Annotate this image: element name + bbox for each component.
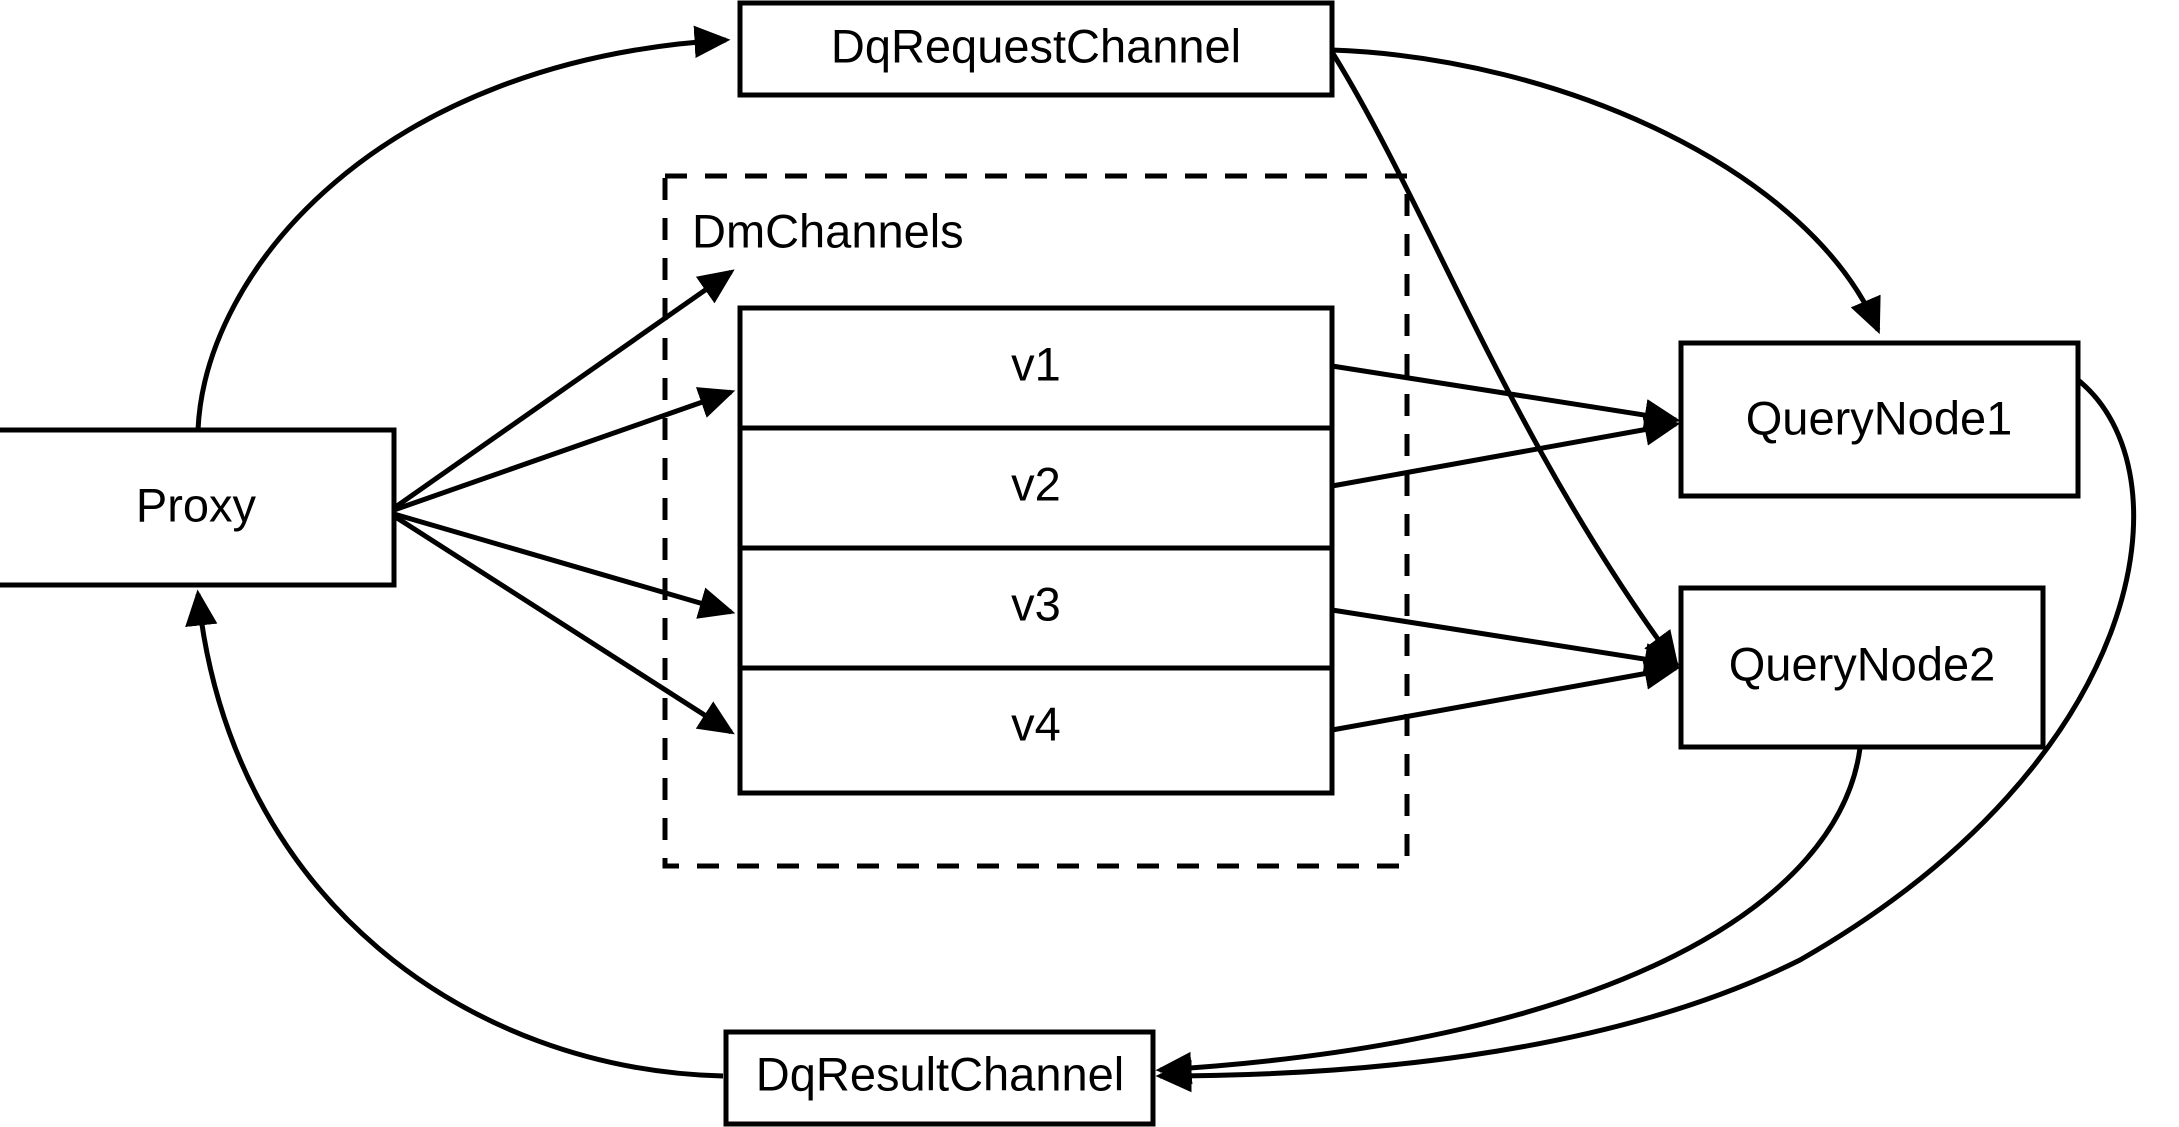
edge-query-node-2-to-dq-result-channel	[1155, 747, 1863, 1085]
dq-result-channel-label: DqResultChannel	[756, 1047, 1124, 1100]
lane-v2[interactable]: v2	[1011, 457, 1061, 510]
edge-query-node-1-to-dq-result-channel	[1155, 378, 2137, 1093]
dm-channels-group: DmChannels	[662, 173, 1410, 869]
edge-dq-request-channel-to-query-node-2	[1329, 50, 1679, 668]
dm-channels-group-label: DmChannels	[692, 204, 964, 257]
edge-v1-to-query-node-1	[1331, 363, 1681, 432]
lane-v3-label: v3	[1011, 577, 1061, 630]
edge-proxy-to-v3	[393, 511, 736, 619]
proxy-label: Proxy	[136, 478, 257, 531]
dq-request-channel-box[interactable]	[737, 0, 1335, 98]
dm-channels-lane-stack: v1 v2 v3 v4	[737, 305, 1335, 796]
node-query-node-2[interactable]: QueryNode2	[1678, 585, 2046, 750]
query-node-2-label: QueryNode2	[1729, 637, 1996, 690]
lane-v1-label: v1	[1011, 337, 1061, 390]
lane-v1[interactable]: v1	[1011, 337, 1061, 390]
lane-v3[interactable]: v3	[1011, 577, 1061, 630]
node-proxy[interactable]: Proxy	[0, 427, 397, 588]
edge-dq-result-channel-to-proxy	[185, 589, 724, 1079]
lane-v2-label: v2	[1011, 457, 1061, 510]
dq-request-channel-label: DqRequestChannel	[831, 19, 1241, 72]
lane-v4[interactable]: v4	[1011, 697, 1061, 750]
edge-proxy-to-v4	[392, 513, 735, 735]
edge-v3-to-query-node-2	[1331, 607, 1681, 676]
edge-proxy-to-v2	[393, 387, 736, 513]
node-dq-result-channel[interactable]: DqResultChannel	[723, 1029, 1156, 1127]
query-node-1-box[interactable]	[1678, 340, 2081, 499]
lane-v4-label: v4	[1011, 697, 1061, 750]
query-node-2-box[interactable]	[1678, 585, 2046, 750]
node-query-node-1[interactable]: QueryNode1	[1678, 340, 2081, 499]
edge-proxy-to-dq-request-channel	[195, 25, 731, 431]
dq-result-channel-box[interactable]	[723, 1029, 1156, 1127]
proxy-box[interactable]	[0, 427, 397, 588]
node-dq-request-channel[interactable]: DqRequestChannel	[737, 0, 1335, 98]
edge-v2-to-query-node-1	[1331, 413, 1681, 489]
query-node-1-label: QueryNode1	[1746, 391, 2013, 444]
dm-channels-group-border	[662, 173, 1410, 869]
edge-proxy-to-v1	[392, 269, 735, 511]
edge-layer	[185, 25, 2137, 1093]
edge-dq-request-channel-to-query-node-1	[1331, 47, 1881, 335]
edge-v4-to-query-node-2	[1331, 657, 1681, 733]
